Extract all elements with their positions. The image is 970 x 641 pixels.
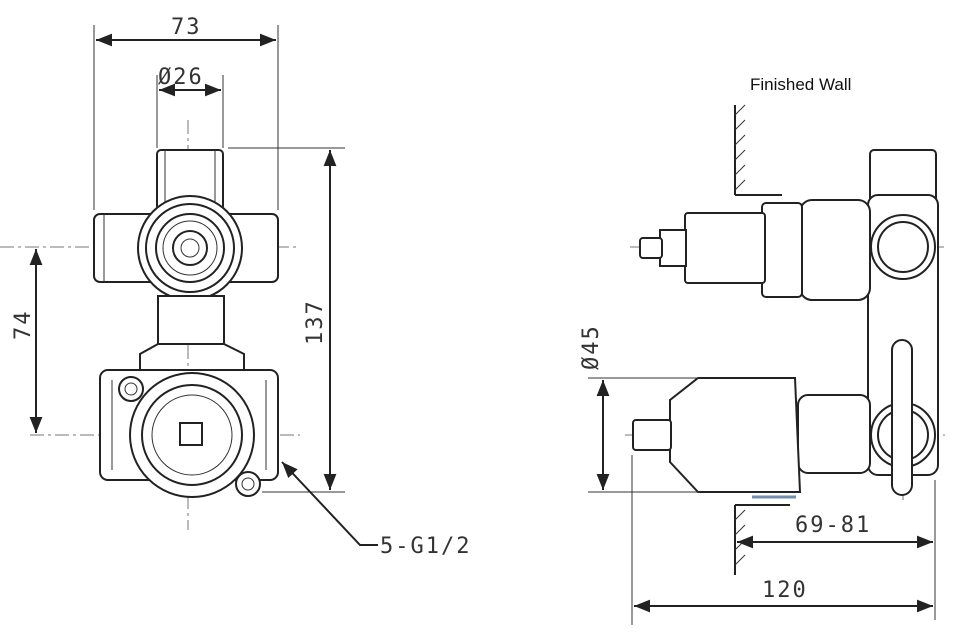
dim-diameter-45: Ø45: [579, 324, 604, 370]
dim-height-137: 137: [303, 299, 328, 345]
dim-height-74: 74: [11, 310, 36, 341]
dim-depth-120: 120: [762, 578, 808, 603]
dim-diameter-26: Ø26: [158, 65, 204, 90]
front-view: 73 Ø26 137 74 5-G1/2: [0, 15, 471, 559]
thread-label: 5-G1/2: [380, 534, 471, 559]
dim-width-73: 73: [171, 15, 202, 40]
finished-wall-label: Finished Wall: [750, 75, 851, 94]
dim-depth-69-81: 69-81: [795, 513, 871, 538]
side-view: Finished Wall: [579, 75, 945, 625]
